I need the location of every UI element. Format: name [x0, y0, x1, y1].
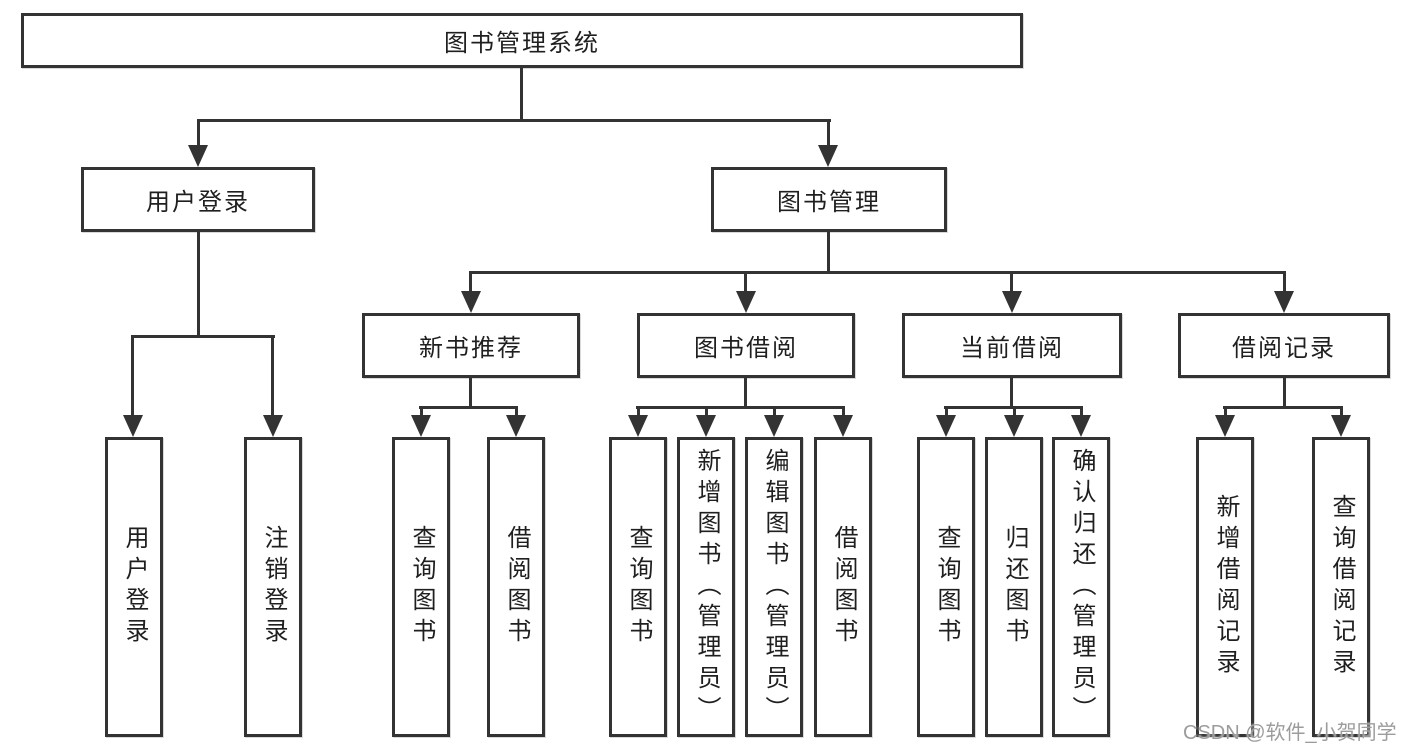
leaf-user-login: 用户登录 [105, 437, 163, 737]
leaf-borrow-books-borrowing: 借阅图书 [814, 437, 872, 737]
connector-line [420, 406, 423, 419]
connector-line [1283, 271, 1286, 295]
arrowhead [188, 145, 208, 167]
arrowhead [123, 415, 143, 437]
leaf-logout: 注销登录 [244, 437, 302, 737]
arrowhead [764, 415, 784, 437]
arrowhead [1004, 415, 1024, 437]
connector-line [131, 335, 134, 419]
leaf-label: 查询图书 [408, 525, 435, 649]
leaf-label: 确认归还（管理员） [1068, 447, 1095, 727]
watermark: CSDN @软件_小贺同学 [1183, 722, 1397, 744]
connector-line [945, 406, 948, 419]
connector-line [1013, 406, 1016, 419]
arrowhead [833, 415, 853, 437]
connector-line [197, 119, 200, 149]
connector-line [469, 378, 472, 409]
leaf-query-books-current: 查询图书 [917, 437, 975, 737]
connector-line [842, 406, 845, 419]
leaf-label: 查询借阅记录 [1328, 494, 1355, 680]
leaf-add-borrow-record: 新增借阅记录 [1196, 437, 1254, 737]
leaf-confirm-return-admin: 确认归还（管理员） [1052, 437, 1110, 737]
arrowhead [461, 291, 481, 313]
connector-line [469, 271, 472, 295]
connector-line [131, 335, 275, 338]
arrowhead [263, 415, 283, 437]
connector-line [827, 119, 830, 149]
leaf-label: 用户登录 [121, 525, 148, 649]
arrowhead [411, 415, 431, 437]
leaf-query-borrow-record: 查询借阅记录 [1312, 437, 1370, 737]
node-book-management: 图书管理 [711, 167, 947, 232]
leaf-return-books: 归还图书 [985, 437, 1043, 737]
connector-line [1340, 406, 1343, 419]
leaf-edit-books-admin: 编辑图书（管理员） [745, 437, 803, 737]
arrowhead [1331, 415, 1351, 437]
arrowhead [818, 145, 838, 167]
connector-line [515, 406, 518, 419]
leaf-label: 新增借阅记录 [1212, 494, 1239, 680]
arrowhead [936, 415, 956, 437]
arrowhead [628, 415, 648, 437]
arrowhead [1215, 415, 1235, 437]
leaf-label: 借阅图书 [830, 525, 857, 649]
leaf-label: 归还图书 [1001, 525, 1028, 649]
connector-line [1283, 378, 1286, 409]
leaf-label: 注销登录 [260, 525, 287, 649]
arrowhead [1274, 291, 1294, 313]
connector-line [197, 119, 831, 122]
arrowhead [1002, 291, 1022, 313]
connector-line [271, 335, 274, 419]
connector-line [1223, 406, 1343, 409]
arrowhead [736, 291, 756, 313]
leaf-label: 新增图书（管理员） [693, 447, 720, 727]
connector-line [773, 406, 776, 419]
connector-line [419, 406, 518, 409]
node-new-book-recommend: 新书推荐 [362, 313, 580, 378]
connector-line [636, 406, 845, 409]
connector-line [1080, 406, 1083, 419]
connector-line [197, 232, 200, 338]
leaf-label: 编辑图书（管理员） [761, 447, 788, 727]
leaf-add-books-admin: 新增图书（管理员） [677, 437, 735, 737]
node-root: 图书管理系统 [21, 13, 1023, 68]
connector-line [1010, 271, 1013, 295]
connector-line [637, 406, 640, 419]
arrowhead [696, 415, 716, 437]
node-borrowing-records: 借阅记录 [1178, 313, 1390, 378]
connector-line [744, 271, 747, 295]
connector-line [705, 406, 708, 419]
connector-line [469, 271, 1286, 274]
leaf-label: 查询图书 [933, 525, 960, 649]
leaf-label: 查询图书 [625, 525, 652, 649]
leaf-query-books-borrowing: 查询图书 [609, 437, 667, 737]
connector-line [827, 232, 830, 274]
node-current-borrowing: 当前借阅 [902, 313, 1122, 378]
node-user-login: 用户登录 [81, 167, 315, 232]
leaf-query-books-recommend: 查询图书 [392, 437, 450, 737]
arrowhead [1071, 415, 1091, 437]
connector-line [520, 68, 523, 121]
arrowhead [506, 415, 526, 437]
leaf-borrow-books-recommend: 借阅图书 [487, 437, 545, 737]
connector-line [1224, 406, 1227, 419]
connector-line [744, 378, 747, 409]
node-book-borrowing: 图书借阅 [637, 313, 855, 378]
leaf-label: 借阅图书 [503, 525, 530, 649]
connector-line [1010, 378, 1013, 409]
